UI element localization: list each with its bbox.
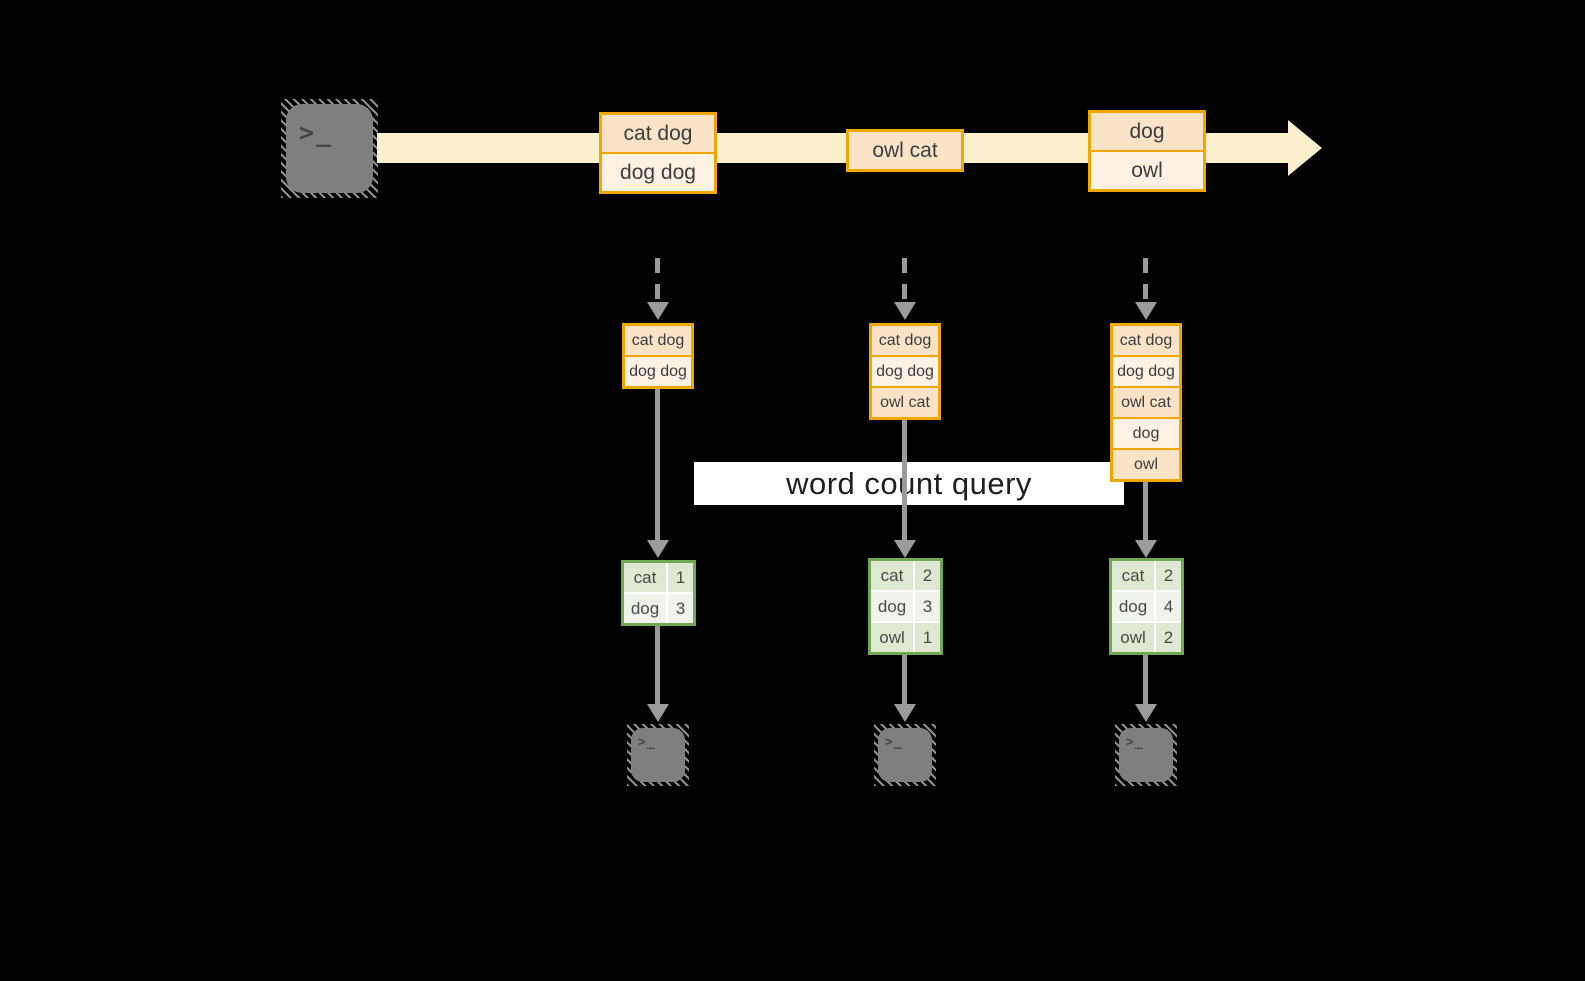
output-arrowhead-2: [894, 704, 916, 722]
terminal-prompt-icon: >_: [631, 728, 685, 782]
event-box-1: cat dog dog dog: [599, 112, 717, 194]
count-table-1: cat 1 dog 3: [621, 560, 696, 626]
state-row: owl: [1113, 448, 1179, 479]
source-terminal-icon: >_: [281, 99, 378, 198]
output-arrowhead-3: [1135, 704, 1157, 722]
stream-arrowhead-icon: [1288, 120, 1322, 176]
query-arrow-line-2: [902, 420, 907, 540]
terminal-prompt-icon: >_: [878, 728, 932, 782]
state-row: owl cat: [1113, 386, 1179, 417]
ingest-arrowhead-2: [894, 302, 916, 320]
event-line: dog dog: [602, 152, 714, 191]
event-box-3: dog owl: [1088, 110, 1206, 192]
state-box-2: cat dog dog dog owl cat: [869, 323, 941, 420]
count-cell: 3: [668, 594, 693, 623]
count-cell: 2: [1156, 561, 1181, 590]
ingest-arrow-line-1: [655, 258, 660, 302]
word-cell: owl: [1112, 623, 1154, 652]
state-row: owl cat: [872, 386, 938, 417]
terminal-prompt-icon: >_: [1119, 728, 1173, 782]
prompt-glyph: >_: [299, 118, 334, 147]
word-cell: dog: [871, 592, 913, 621]
query-arrow-line-1: [655, 389, 660, 540]
event-line: cat dog: [602, 115, 714, 152]
ingest-arrow-line-2: [902, 258, 907, 302]
word-cell: cat: [871, 561, 913, 590]
query-label: word count query: [786, 465, 1032, 501]
state-row: dog: [1113, 417, 1179, 448]
count-cell: 1: [915, 623, 940, 652]
count-cell: 1: [668, 563, 693, 592]
prompt-glyph: >_: [638, 735, 656, 750]
output-terminal-icon-2: >_: [874, 724, 936, 786]
event-line: owl: [1091, 150, 1203, 189]
count-cell: 2: [1156, 623, 1181, 652]
event-line: dog: [1091, 113, 1203, 150]
output-terminal-icon-3: >_: [1115, 724, 1177, 786]
query-arrowhead-2: [894, 540, 916, 558]
ingest-arrowhead-3: [1135, 302, 1157, 320]
output-arrow-line-2: [902, 655, 907, 704]
word-cell: owl: [871, 623, 913, 652]
prompt-glyph: >_: [885, 735, 903, 750]
query-arrowhead-3: [1135, 540, 1157, 558]
state-row: dog dog: [1113, 355, 1179, 386]
output-arrow-line-1: [655, 626, 660, 704]
event-line: owl cat: [849, 132, 961, 169]
word-cell: cat: [1112, 561, 1154, 590]
state-box-3: cat dog dog dog owl cat dog owl: [1110, 323, 1182, 482]
terminal-prompt-icon: >_: [286, 104, 373, 193]
count-table-2: cat 2 dog 3 owl 1: [868, 558, 943, 655]
count-cell: 3: [915, 592, 940, 621]
prompt-glyph: >_: [1126, 735, 1144, 750]
state-box-1: cat dog dog dog: [622, 323, 694, 389]
state-row: cat dog: [872, 326, 938, 355]
state-row: cat dog: [625, 326, 691, 355]
word-cell: dog: [624, 594, 666, 623]
query-label-band: word count query: [694, 462, 1124, 505]
ingest-arrowhead-1: [647, 302, 669, 320]
count-cell: 2: [915, 561, 940, 590]
output-terminal-icon-1: >_: [627, 724, 689, 786]
query-arrow-line-3: [1143, 482, 1148, 540]
word-cell: dog: [1112, 592, 1154, 621]
word-cell: cat: [624, 563, 666, 592]
event-box-2: owl cat: [846, 129, 964, 172]
state-row: dog dog: [872, 355, 938, 386]
output-arrow-line-3: [1143, 655, 1148, 704]
query-arrowhead-1: [647, 540, 669, 558]
count-table-3: cat 2 dog 4 owl 2: [1109, 558, 1184, 655]
count-cell: 4: [1156, 592, 1181, 621]
output-arrowhead-1: [647, 704, 669, 722]
state-row: cat dog: [1113, 326, 1179, 355]
ingest-arrow-line-3: [1143, 258, 1148, 302]
state-row: dog dog: [625, 355, 691, 386]
